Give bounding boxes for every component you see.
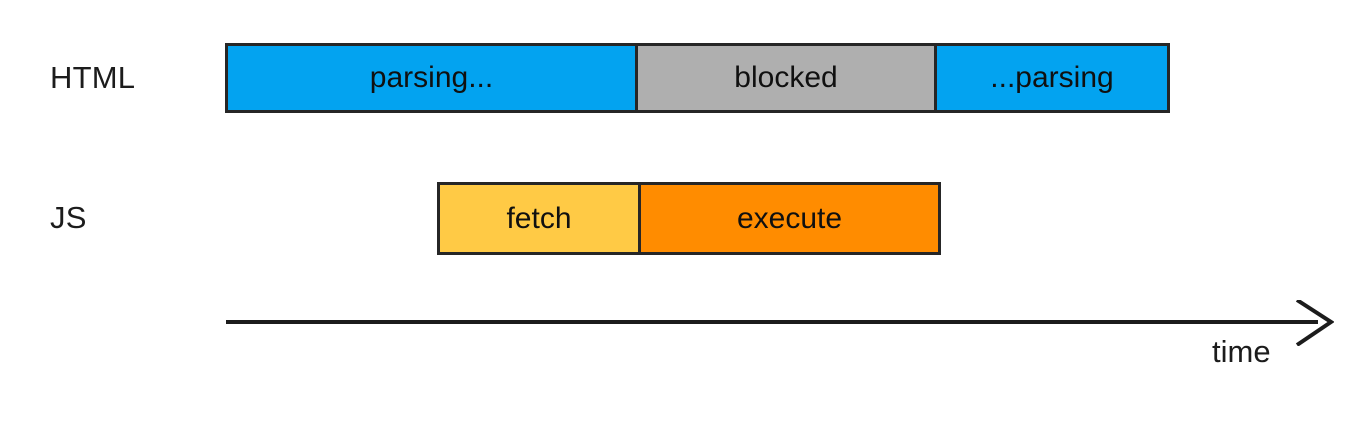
- arrow-right-icon: [1295, 300, 1334, 346]
- row-label-js: JS: [50, 200, 87, 235]
- timeline-track-js: fetch execute: [437, 182, 941, 255]
- timeline-track-html: parsing... blocked ...parsing: [225, 43, 1170, 113]
- segment-html-blocked: blocked: [635, 43, 937, 113]
- segment-label: ...parsing: [990, 61, 1114, 94]
- segment-html-parsing-start: parsing...: [225, 43, 638, 113]
- segment-label: fetch: [506, 201, 572, 235]
- segment-js-execute: execute: [638, 182, 941, 255]
- row-label-html: HTML: [50, 60, 136, 95]
- time-axis: [226, 300, 1334, 346]
- segment-html-parsing-resume: ...parsing: [934, 43, 1170, 113]
- segment-js-fetch: fetch: [437, 182, 641, 255]
- segment-label: parsing...: [369, 61, 494, 94]
- segment-label: execute: [736, 201, 843, 235]
- axis-label-time: time: [1212, 334, 1271, 369]
- segment-label: blocked: [734, 61, 838, 94]
